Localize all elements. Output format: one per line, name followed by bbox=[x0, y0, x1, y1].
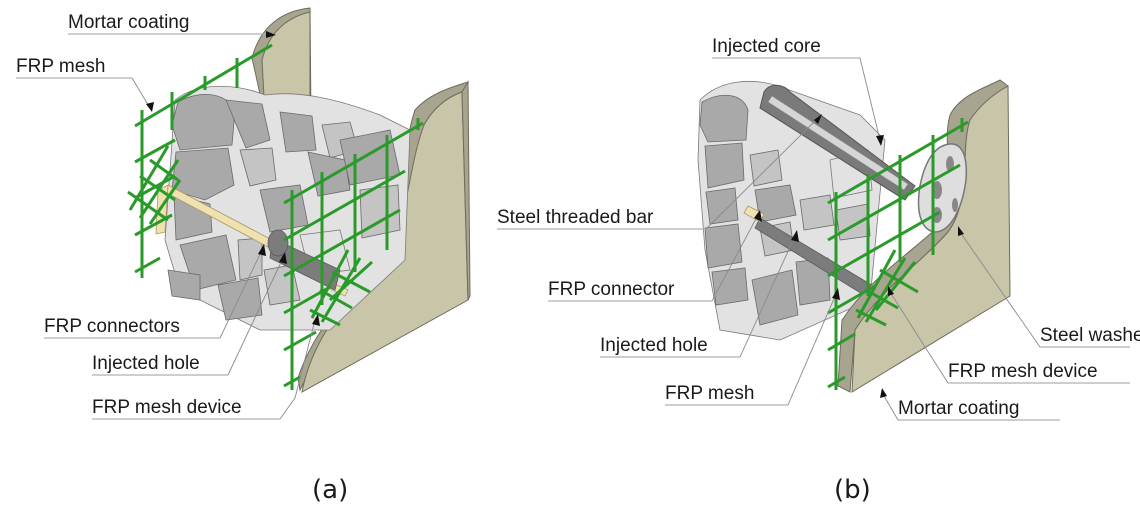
caption-b: (b) bbox=[834, 475, 871, 505]
label-steel-threaded-bar-b: Steel threaded bar bbox=[497, 207, 654, 228]
frp-mesh-b bbox=[827, 118, 969, 390]
panel-b: Injected core Steel threaded bar FRP con… bbox=[497, 36, 1140, 505]
label-injected-core-b: Injected core bbox=[712, 36, 821, 57]
panel-a: Mortar coating FRP mesh FRP connectors I… bbox=[16, 7, 471, 505]
label-frp-mesh-b: FRP mesh bbox=[665, 383, 754, 404]
label-frp-mesh-a: FRP mesh bbox=[16, 56, 105, 77]
masonry-stones-a bbox=[164, 85, 411, 331]
label-injected-hole-b: Injected hole bbox=[600, 335, 708, 356]
caption-a: (a) bbox=[312, 475, 348, 505]
frp-mesh-right-a bbox=[283, 118, 424, 390]
label-mortar-coating-b: Mortar coating bbox=[898, 398, 1019, 419]
label-frp-mesh-device-a: FRP mesh device bbox=[92, 397, 242, 418]
label-injected-hole-a: Injected hole bbox=[92, 353, 200, 374]
label-frp-connector-b: FRP connector bbox=[548, 279, 675, 300]
frp-mesh-device-b bbox=[855, 249, 919, 327]
label-steel-washer-b: Steel washer bbox=[1040, 325, 1140, 346]
label-frp-connectors-a: FRP connectors bbox=[44, 316, 180, 337]
label-frp-mesh-device-b: FRP mesh device bbox=[948, 361, 1098, 382]
leader-lines-a bbox=[16, 31, 320, 420]
washer-hole bbox=[952, 198, 958, 212]
leader-lines-b bbox=[497, 57, 1130, 421]
frp-mesh-device-left-a bbox=[127, 145, 182, 225]
frp-mesh-device-right-a bbox=[309, 249, 374, 327]
label-mortar-coating-a: Mortar coating bbox=[68, 12, 189, 33]
